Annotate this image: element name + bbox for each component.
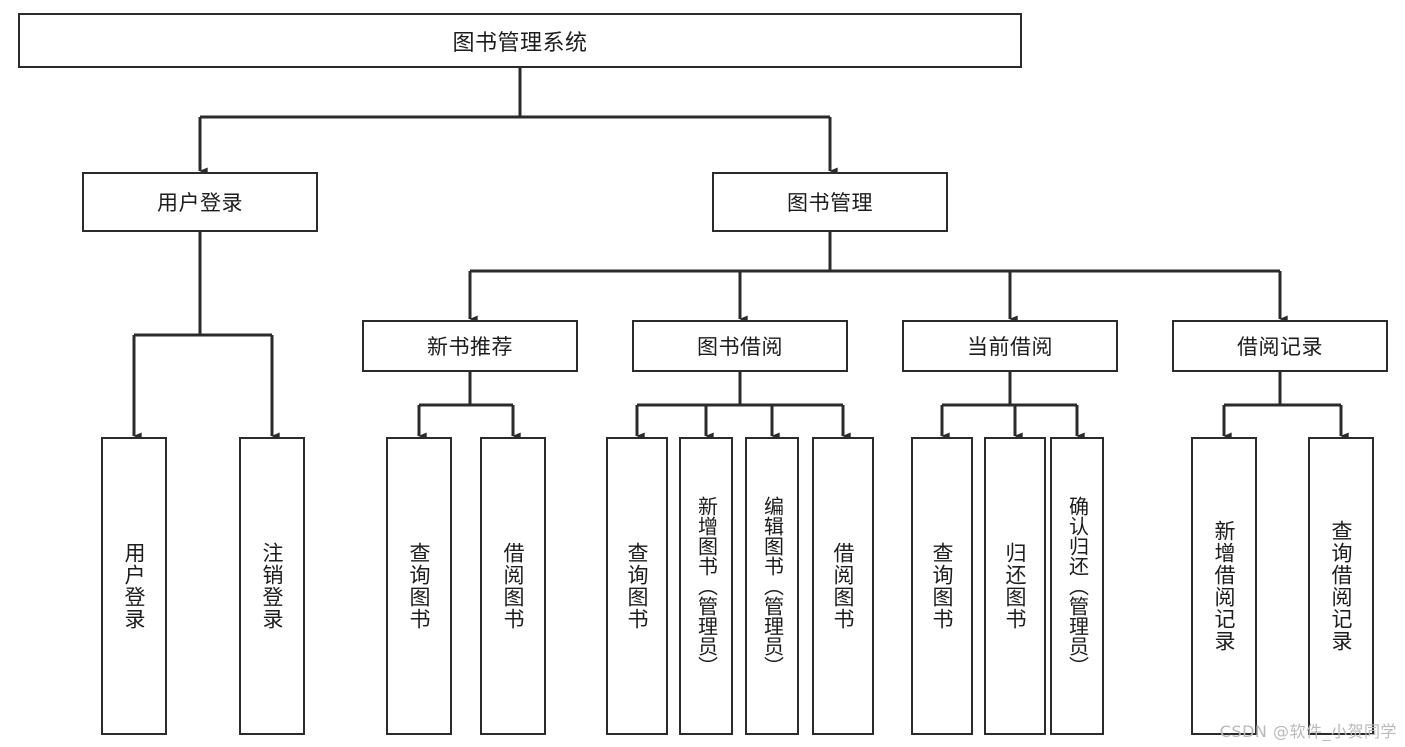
node-leaf-add-book[interactable]: 新增图书（管理员） (679, 437, 733, 735)
node-leaf-query-book-1[interactable]: 查询图书 (386, 437, 452, 735)
node-leaf-edit-book[interactable]: 编辑图书（管理员） (745, 437, 799, 735)
node-leaf-borrow-book-2[interactable]: 借阅图书 (812, 437, 874, 735)
node-root[interactable]: 图书管理系统 (18, 13, 1022, 68)
node-leaf-user-login[interactable]: 用户登录 (101, 437, 167, 735)
node-leaf-confirm-return[interactable]: 确认归还（管理员） (1050, 437, 1104, 735)
node-leaf-borrow-book-1[interactable]: 借阅图书 (480, 437, 546, 735)
node-borrow-record[interactable]: 借阅记录 (1172, 320, 1388, 372)
node-new-book-rec[interactable]: 新书推荐 (362, 320, 578, 372)
node-user-login[interactable]: 用户登录 (82, 172, 318, 232)
node-book-borrow[interactable]: 图书借阅 (632, 320, 848, 372)
node-leaf-query-book-3[interactable]: 查询图书 (911, 437, 973, 735)
node-leaf-add-record[interactable]: 新增借阅记录 (1191, 437, 1257, 735)
node-current-borrow[interactable]: 当前借阅 (902, 320, 1118, 372)
node-book-manage[interactable]: 图书管理 (712, 172, 948, 232)
node-leaf-user-logout[interactable]: 注销登录 (239, 437, 305, 735)
node-leaf-return-book[interactable]: 归还图书 (984, 437, 1046, 735)
node-leaf-query-book-2[interactable]: 查询图书 (606, 437, 668, 735)
node-leaf-query-record[interactable]: 查询借阅记录 (1308, 437, 1374, 735)
watermark-label: CSDN @软件_小贺同学 (1219, 722, 1397, 741)
